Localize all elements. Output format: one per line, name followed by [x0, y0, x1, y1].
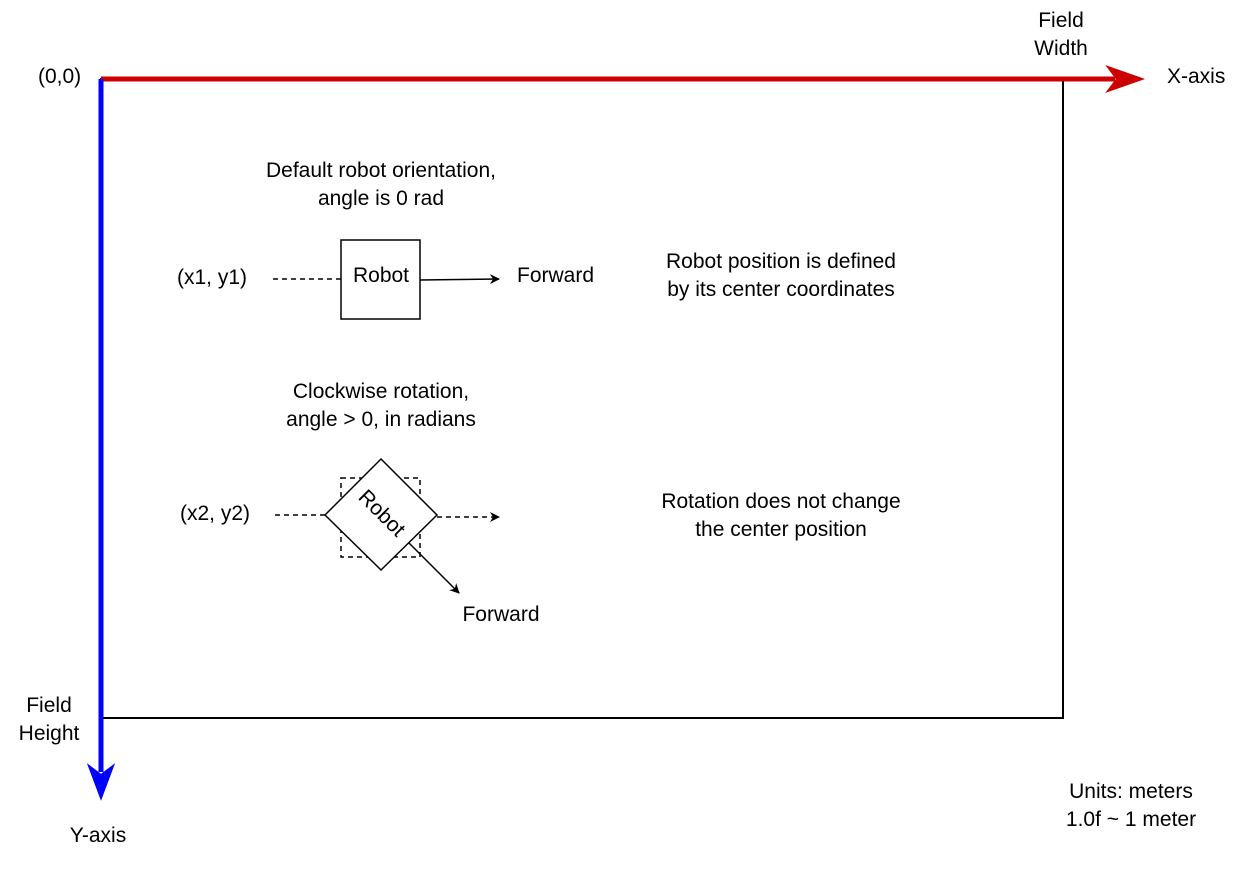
rotation-note-line-2: the center position	[695, 518, 867, 541]
robot1-forward-label: Forward	[517, 264, 595, 287]
clockwise-note: Clockwise rotation, angle > 0, in radian…	[286, 378, 476, 434]
field-height-line-1: Field	[26, 694, 72, 717]
rotation-note: Rotation does not change the center posi…	[661, 488, 900, 544]
field-width-label: Field Width	[1034, 7, 1088, 63]
x-axis-label: X-axis	[1167, 65, 1226, 88]
arrow-icon	[408, 542, 460, 594]
clockwise-note-line-2: angle > 0, in radians	[286, 408, 476, 431]
position-note-line-2: by its center coordinates	[667, 278, 895, 301]
rotation-note-line-1: Rotation does not change	[661, 490, 901, 513]
field-height-label: Field Height	[19, 692, 80, 748]
default-orientation-line-1: Default robot orientation,	[266, 159, 496, 182]
position-note-line-1: Robot position is defined	[666, 250, 896, 273]
field-width-line-2: Width	[1034, 37, 1088, 60]
arrow-down-icon	[86, 763, 116, 801]
robot2-coords-label: (x2, y2)	[179, 502, 251, 525]
field-boundary	[100, 78, 1064, 719]
position-note: Robot position is defined by its center …	[666, 248, 896, 304]
robot2-rotated-box	[323, 457, 439, 572]
origin-label: (0,0)	[38, 65, 82, 88]
units-note-line-1: Units: meters	[1069, 780, 1193, 803]
robot1-coords-label: (x1, y1)	[176, 266, 248, 289]
robot2-forward-label: Forward	[462, 603, 540, 626]
default-orientation-line-2: angle is 0 rad	[317, 187, 445, 210]
y-axis-label: Y-axis	[69, 824, 127, 847]
arrow-icon	[419, 274, 500, 285]
field-width-line-1: Field	[1038, 9, 1084, 32]
units-note: Units: meters 1.0f ~ 1 meter	[1066, 778, 1196, 834]
robot1-label: Robot	[352, 264, 410, 287]
arrow-right-icon	[1105, 64, 1146, 94]
default-orientation-note: Default robot orientation, angle is 0 ra…	[266, 157, 496, 213]
field-height-line-2: Height	[18, 722, 80, 745]
units-note-line-2: 1.0f ~ 1 meter	[1065, 808, 1197, 831]
clockwise-note-line-1: Clockwise rotation,	[292, 380, 470, 403]
